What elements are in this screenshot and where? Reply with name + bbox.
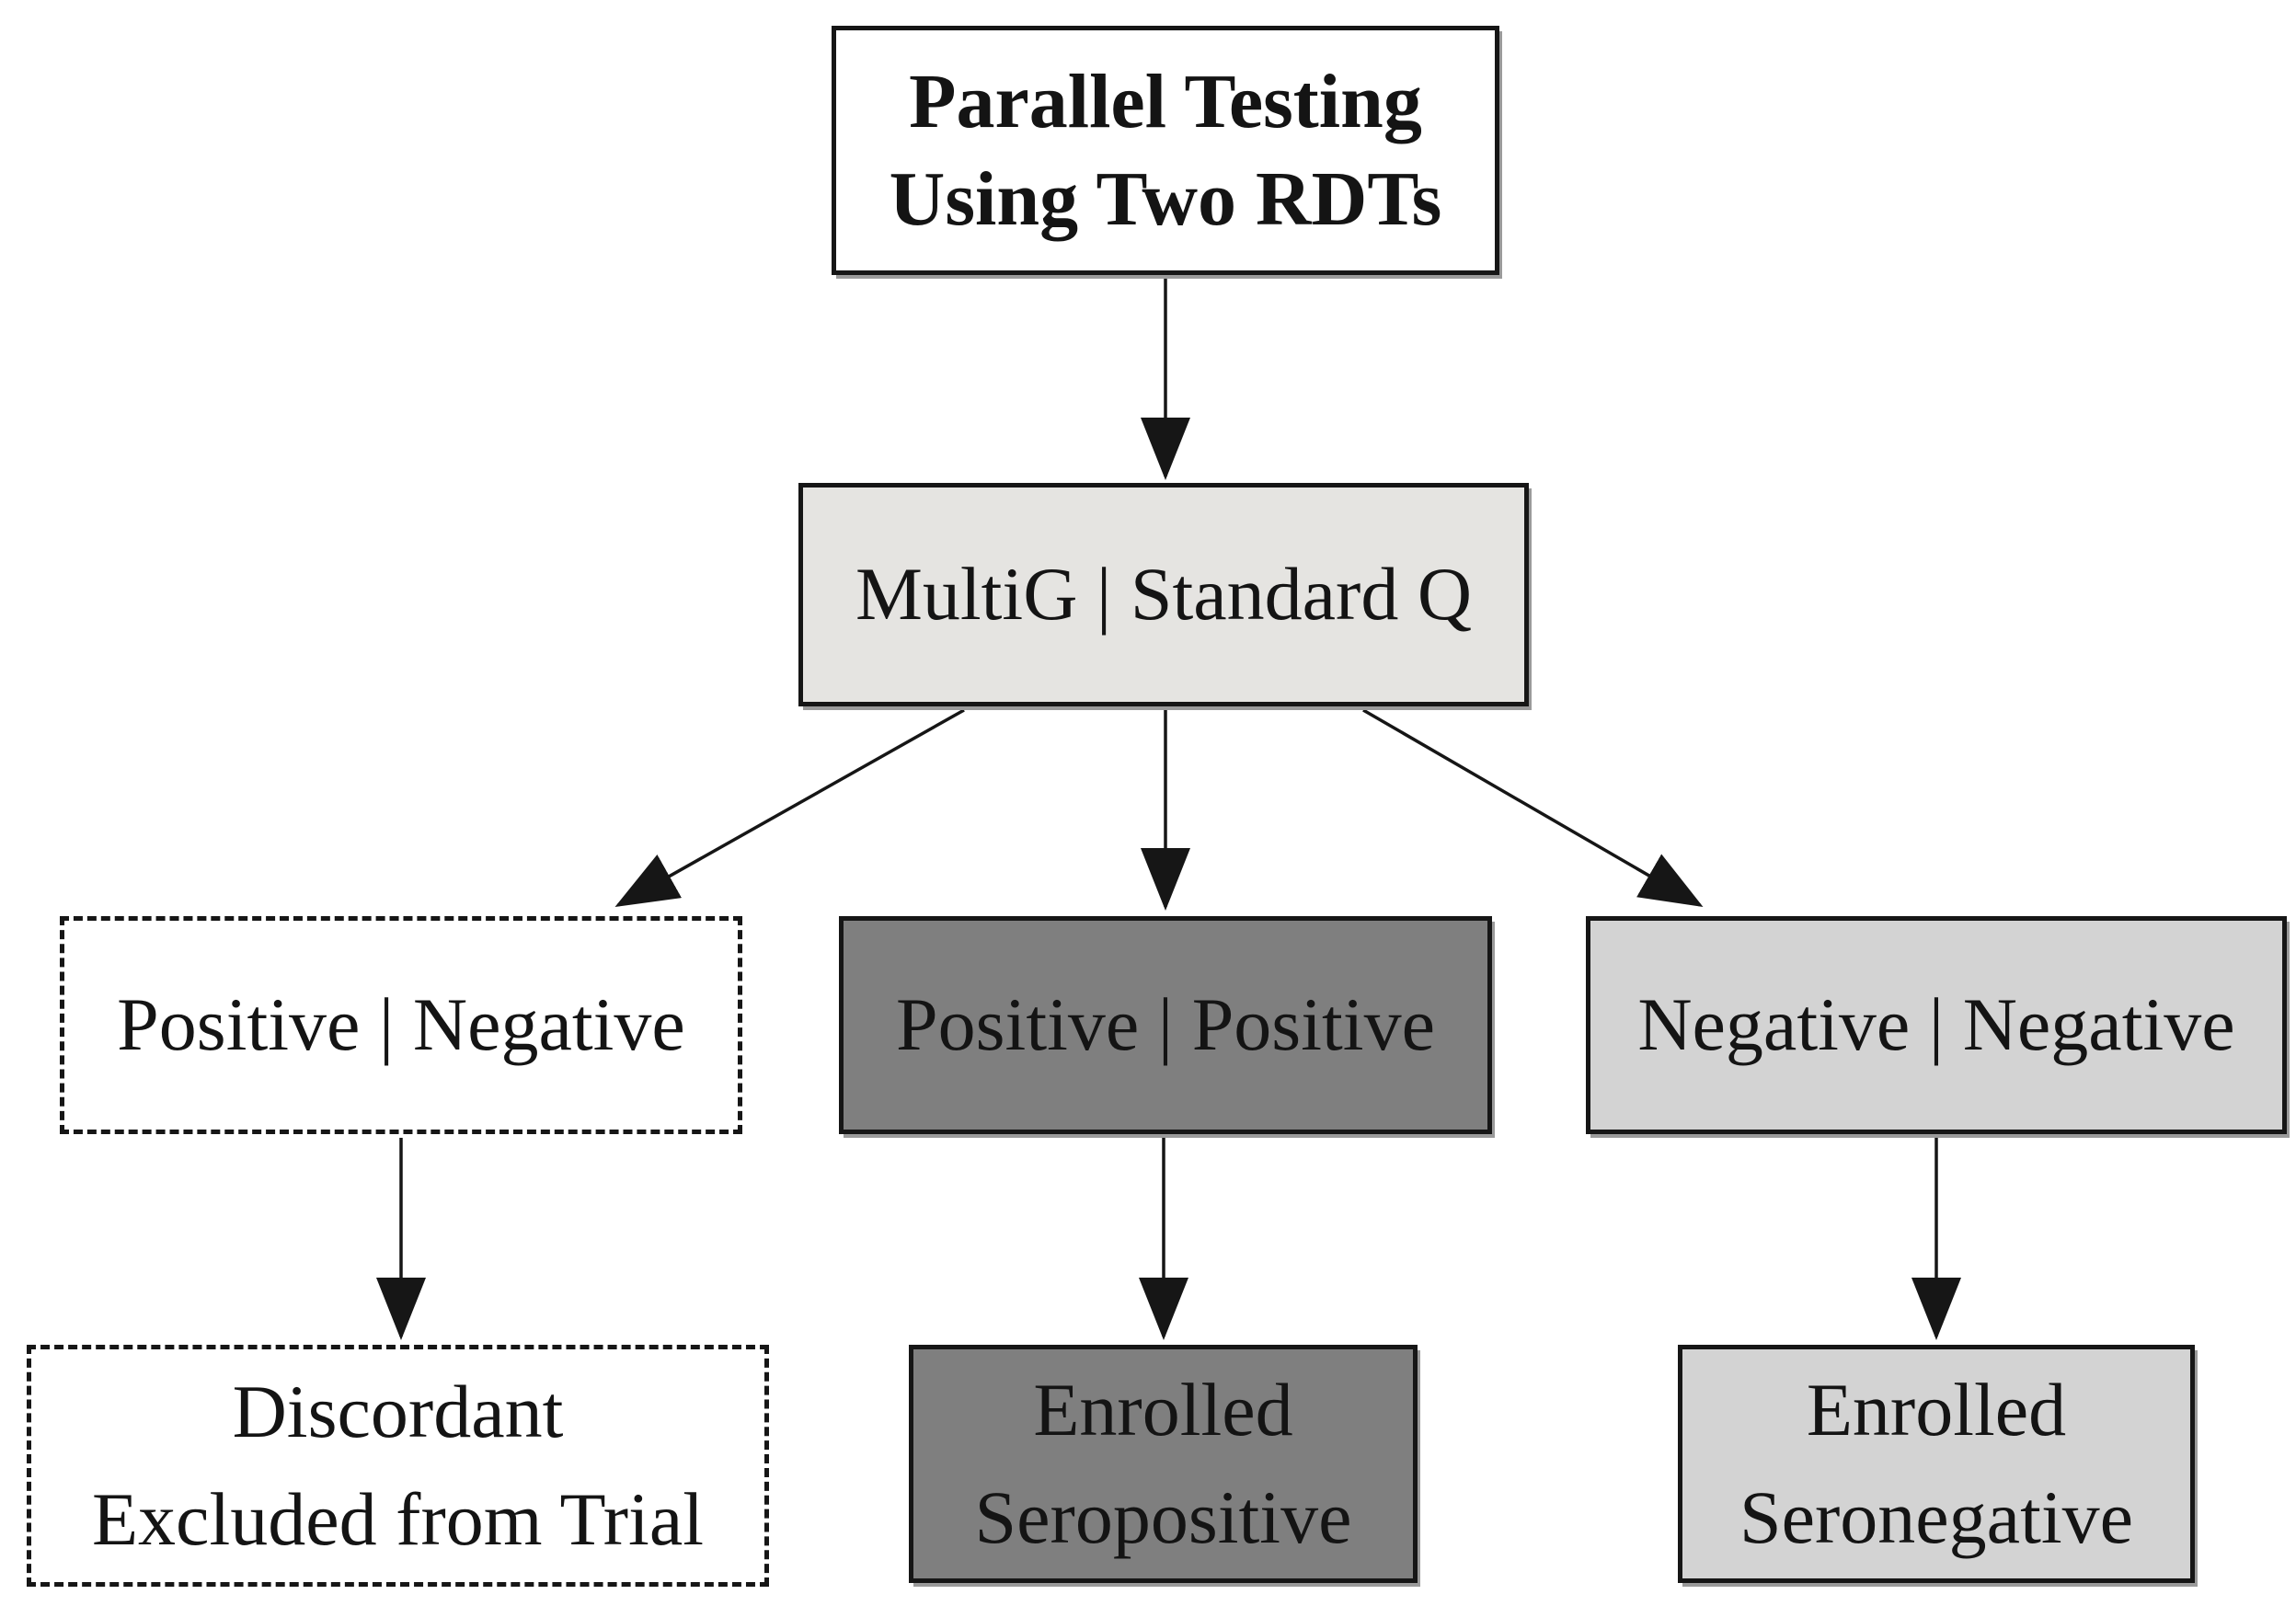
arrow-tests-to-positive-negative	[614, 708, 965, 907]
node-enrolled-seropositive: Enrolled Seropositive	[909, 1345, 1418, 1583]
node-discordant-excluded: Discordant Excluded from Trial	[27, 1345, 769, 1587]
node-enrolled-seronegative: Enrolled Seronegative	[1678, 1345, 2195, 1583]
node-parallel-testing-title: Parallel Testing Using Two RDTs	[832, 26, 1499, 275]
arrow-tests-to-negative-negative	[1362, 708, 1704, 908]
node-positive-positive: Positive | Positive	[839, 916, 1492, 1134]
node-negative-negative: Negative | Negative	[1586, 916, 2287, 1134]
node-positive-negative: Positive | Negative	[60, 916, 742, 1134]
node-multig-standard-q: MultiG | Standard Q	[798, 483, 1529, 706]
